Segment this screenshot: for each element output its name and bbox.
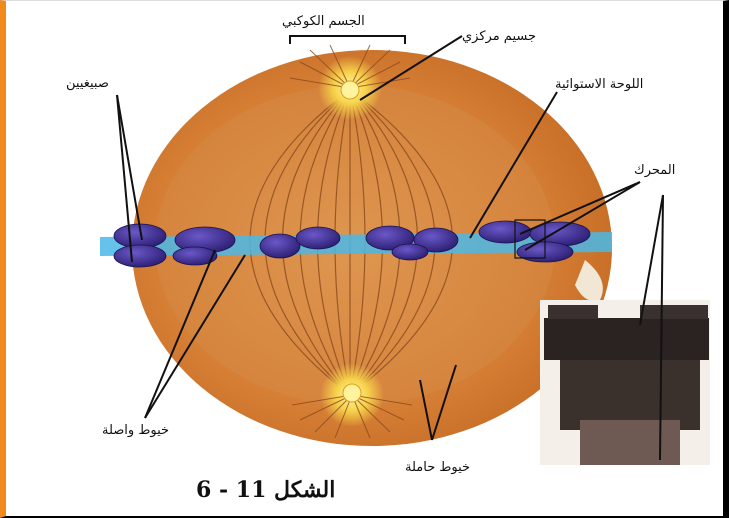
- label-carrier-fibers: خيوط حاملة: [405, 460, 470, 475]
- label-golgi: الجسم الكوكبي: [282, 14, 365, 29]
- label-centriole: جسيم مركزي: [462, 29, 536, 44]
- micrograph-inset: [540, 300, 710, 465]
- golgi-bracket: [290, 36, 405, 44]
- centriole-top: [341, 81, 359, 99]
- label-centromere: المحرك: [634, 163, 675, 178]
- label-connecting-fibers: خيوط واصلة: [102, 423, 169, 438]
- label-equatorial-plate: اللوحة الاستوائية: [555, 77, 643, 92]
- label-chromatids: صبيغيين: [66, 76, 109, 91]
- figure-caption: الشكل 11 - 6: [196, 477, 335, 503]
- centriole-bottom: [343, 384, 361, 402]
